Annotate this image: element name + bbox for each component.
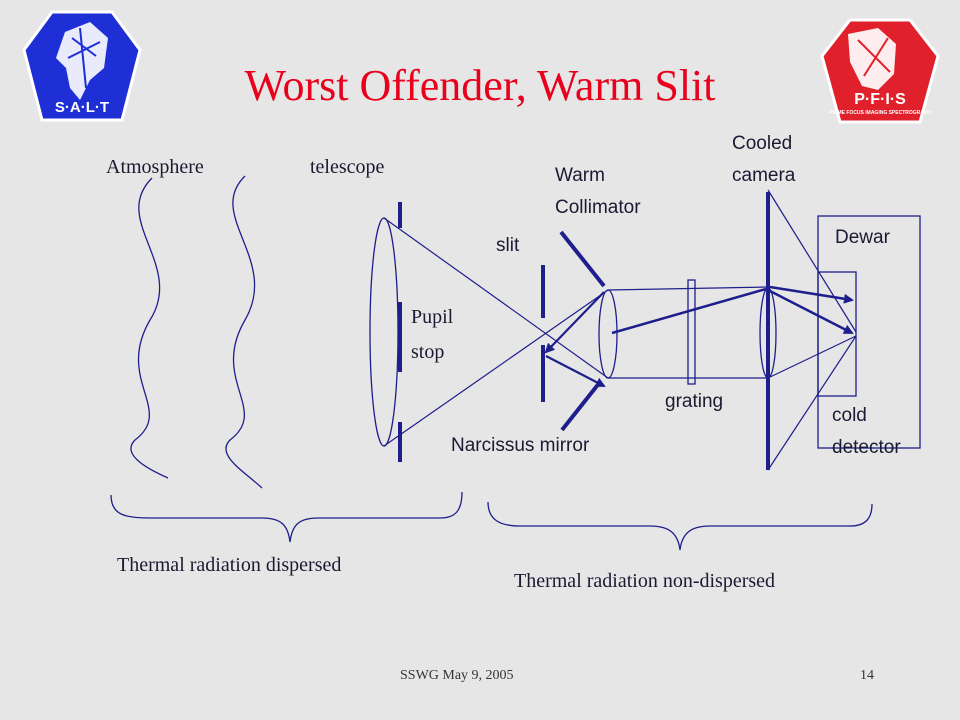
label-grating: grating [665, 391, 724, 412]
narcissus-mirror-lower [560, 380, 602, 432]
beam-upper [383, 217, 609, 379]
label-telescope: telescope [310, 156, 385, 178]
label-warm-collimator-1: Warm [555, 165, 605, 186]
pfis-logo-subtext: PRIME FOCUS IMAGING SPECTROGRAPH [829, 110, 931, 116]
atmosphere-wave-2 [225, 175, 263, 489]
label-thermal-dispersed: Thermal radiation dispersed [117, 554, 342, 576]
footer-text: SSWG May 9, 2005 [400, 668, 514, 683]
salt-logo-text: S·A·L·T [55, 99, 109, 116]
brace-dispersed [110, 491, 463, 543]
telescope-lens [369, 217, 399, 447]
label-cooled-camera-2: camera [732, 165, 796, 186]
focus-arrow-2 [769, 285, 854, 304]
pfis-logo-text: P·F·I·S [854, 91, 906, 108]
brace-non-dispersed [487, 501, 873, 551]
narcissus-arrow-1 [544, 291, 605, 354]
beam-lower [383, 289, 609, 447]
grating [687, 279, 696, 385]
salt-logo: S·A·L·T [22, 10, 142, 122]
label-cooled-camera-1: Cooled [732, 133, 793, 154]
narcissus-arrow-2 [545, 355, 606, 387]
pfis-logo: P·F·I·S PRIME FOCUS IMAGING SPECTROGRAPH [820, 18, 940, 124]
label-pupil-stop-1: Pupil [411, 306, 454, 328]
label-thermal-non-dispersed: Thermal radiation non-dispersed [514, 570, 776, 592]
camera-beam-3 [767, 335, 857, 379]
camera-beam-2 [767, 335, 857, 471]
chief-ray [611, 287, 767, 335]
focus-arrow-1 [767, 288, 854, 335]
slide-title: Worst Offender, Warm Slit [244, 61, 716, 110]
camera-beam-1 [767, 189, 857, 333]
label-cold-detector-2: detector [832, 437, 901, 458]
label-atmosphere: Atmosphere [106, 156, 204, 178]
page-number: 14 [860, 668, 874, 683]
label-warm-collimator-2: Collimator [555, 197, 641, 218]
narcissus-mirror-upper [559, 230, 606, 288]
label-pupil-stop-2: stop [411, 341, 445, 363]
label-slit: slit [496, 235, 520, 256]
label-narcissus-mirror: Narcissus mirror [451, 435, 590, 456]
label-dewar: Dewar [835, 227, 890, 248]
label-cold-detector-1: cold [832, 405, 867, 426]
detector-box [817, 271, 857, 397]
atmosphere-wave-1 [130, 177, 169, 479]
collimator-lens [598, 289, 618, 379]
